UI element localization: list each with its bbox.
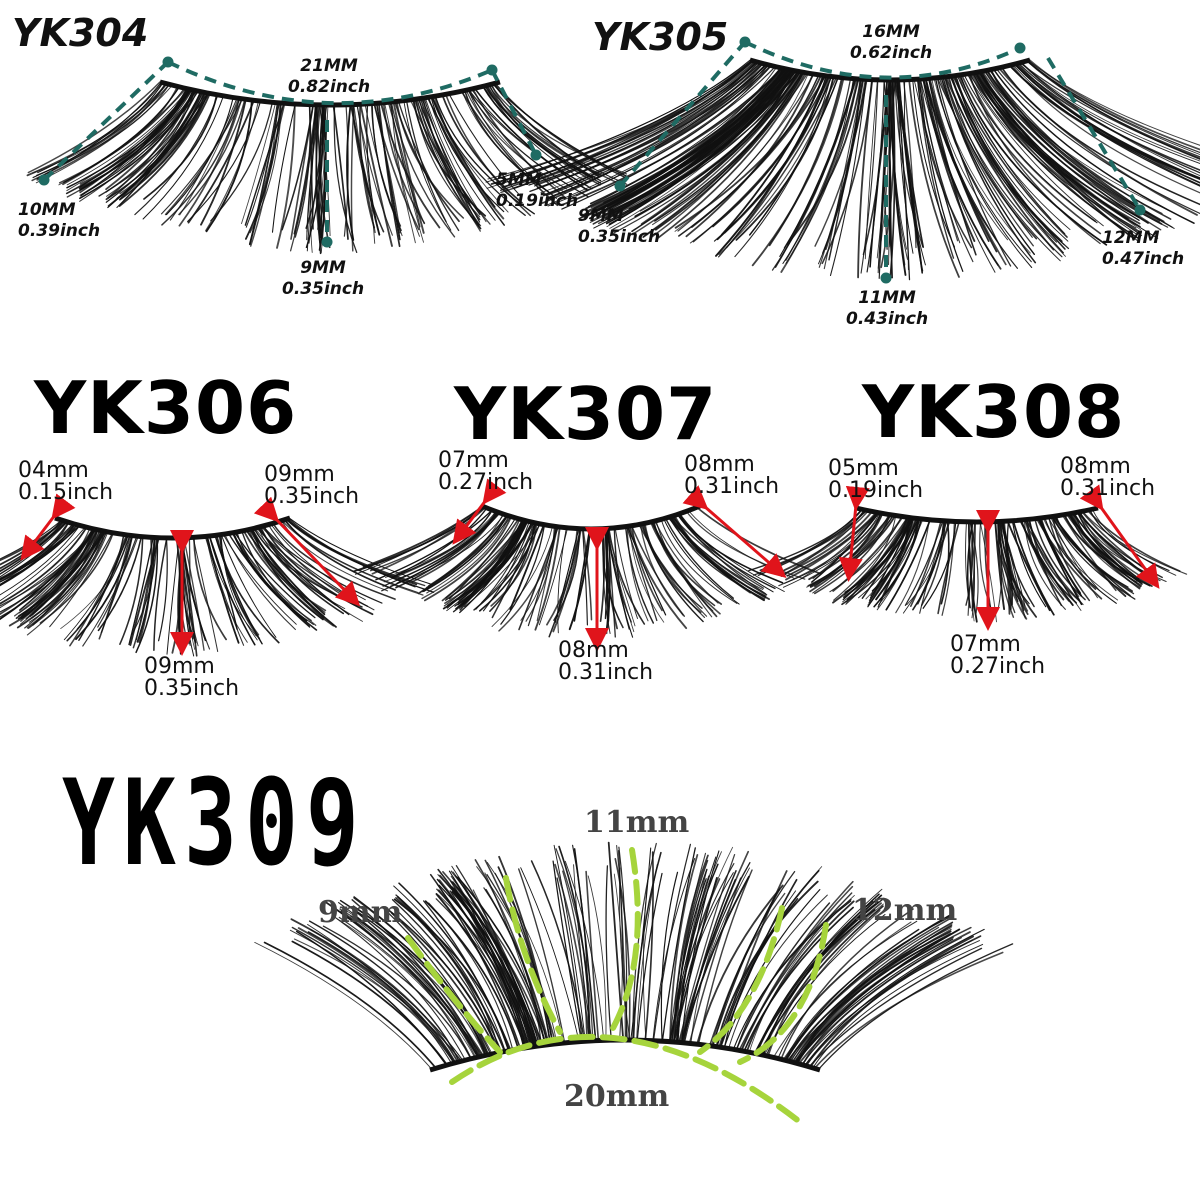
yk307-right-mm: 08mm: [684, 452, 755, 477]
yk305-right-measure: 12MM 0.47inch: [1102, 228, 1184, 271]
measure-guides-yk305: [618, 40, 1142, 278]
lash-image-yk306: [0, 515, 435, 657]
yk304-top-measure: 21MM 0.82inch: [288, 56, 370, 99]
yk306-left-mm: 04mm: [18, 458, 89, 483]
yk309-top-measure: 11mm: [584, 805, 690, 840]
yk306-right-inch: 0.35inch: [264, 484, 360, 509]
yk307-right-measure: 08mm 0.31inch: [684, 454, 779, 498]
yk305-top-measure: 16MM 0.62inch: [850, 22, 932, 65]
yk306-left-measure: 04mm 0.15inch: [18, 460, 113, 504]
yk304-right-inch: 0.19inch: [496, 191, 579, 212]
yk304-middle-mm: 9MM: [300, 258, 346, 278]
yk308-right-inch: 0.31inch: [1060, 476, 1156, 501]
yk304-left-mm: 10MM: [18, 200, 76, 220]
yk305-middle-inch: 0.43inch: [846, 309, 929, 330]
title-yk308: YK308: [862, 370, 1126, 454]
yk307-left-inch: 0.27inch: [438, 470, 534, 495]
yk305-left-mm: 9MM: [578, 206, 624, 226]
yk309-right-measure: 12mm: [852, 893, 958, 928]
title-yk306: YK306: [34, 366, 298, 450]
lash-image-yk305: [485, 57, 1200, 281]
yk305-right-inch: 0.47inch: [1102, 249, 1185, 270]
yk307-left-mm: 07mm: [438, 448, 509, 473]
yk308-left-mm: 05mm: [828, 456, 899, 481]
yk305-top-inch: 0.62inch: [850, 43, 933, 64]
yk308-middle-measure: 07mm 0.27inch: [950, 634, 1045, 678]
yk305-left-inch: 0.35inch: [578, 227, 661, 248]
yk308-middle-inch: 0.27inch: [950, 654, 1046, 679]
yk306-right-measure: 09mm 0.35inch: [264, 464, 359, 508]
lash-image-yk304: [26, 79, 628, 255]
lash-image-yk309: [254, 841, 1014, 1073]
yk305-middle-mm: 11MM: [858, 288, 916, 308]
yk304-middle-measure: 9MM 0.35inch: [282, 258, 364, 301]
yk306-middle-measure: 09mm 0.35inch: [144, 656, 239, 700]
measure-arrows-red: [20, 478, 1160, 656]
yk307-middle-measure: 08mm 0.31inch: [558, 640, 653, 684]
measure-dots-yk305: [614, 36, 1146, 284]
title-yk304: YK304: [12, 11, 149, 55]
measure-guides-yk304: [42, 60, 538, 242]
yk308-right-measure: 08mm 0.31inch: [1060, 456, 1155, 500]
yk307-middle-inch: 0.31inch: [558, 660, 654, 685]
measure-guides-yk309: [405, 847, 829, 1125]
yk304-right-measure: 5MM 0.19inch: [496, 170, 578, 213]
yk305-right-mm: 12MM: [1102, 228, 1160, 248]
yk306-left-inch: 0.15inch: [18, 480, 114, 505]
yk307-left-measure: 07mm 0.27inch: [438, 450, 533, 494]
yk304-left-measure: 10MM 0.39inch: [18, 200, 100, 243]
yk309-left-measure: 9mm: [318, 895, 403, 930]
yk308-left-measure: 05mm 0.19inch: [828, 458, 923, 502]
measure-dots-yk304: [38, 56, 542, 248]
lash-image-yk308: [748, 505, 1188, 623]
title-yk307: YK307: [454, 372, 718, 456]
yk308-left-inch: 0.19inch: [828, 478, 924, 503]
lash-image-yk307: [352, 503, 822, 638]
yk304-middle-inch: 0.35inch: [282, 279, 365, 300]
yk306-right-mm: 09mm: [264, 462, 335, 487]
yk306-middle-mm: 09mm: [144, 654, 215, 679]
yk305-middle-measure: 11MM 0.43inch: [846, 288, 928, 331]
title-yk305: YK305: [592, 15, 729, 59]
yk304-right-mm: 5MM: [496, 170, 542, 190]
yk307-middle-mm: 08mm: [558, 638, 629, 663]
yk304-top-mm: 21MM: [300, 56, 358, 76]
yk305-top-mm: 16MM: [862, 22, 920, 42]
yk307-right-inch: 0.31inch: [684, 474, 780, 499]
yk306-middle-inch: 0.35inch: [144, 676, 240, 701]
title-yk309: YK309: [62, 753, 367, 893]
yk309-bottom-measure: 20mm: [564, 1079, 670, 1114]
yk308-right-mm: 08mm: [1060, 454, 1131, 479]
yk304-top-inch: 0.82inch: [288, 77, 371, 98]
yk304-left-inch: 0.39inch: [18, 221, 101, 242]
yk308-middle-mm: 07mm: [950, 632, 1021, 657]
yk305-left-measure: 9MM 0.35inch: [578, 206, 660, 249]
